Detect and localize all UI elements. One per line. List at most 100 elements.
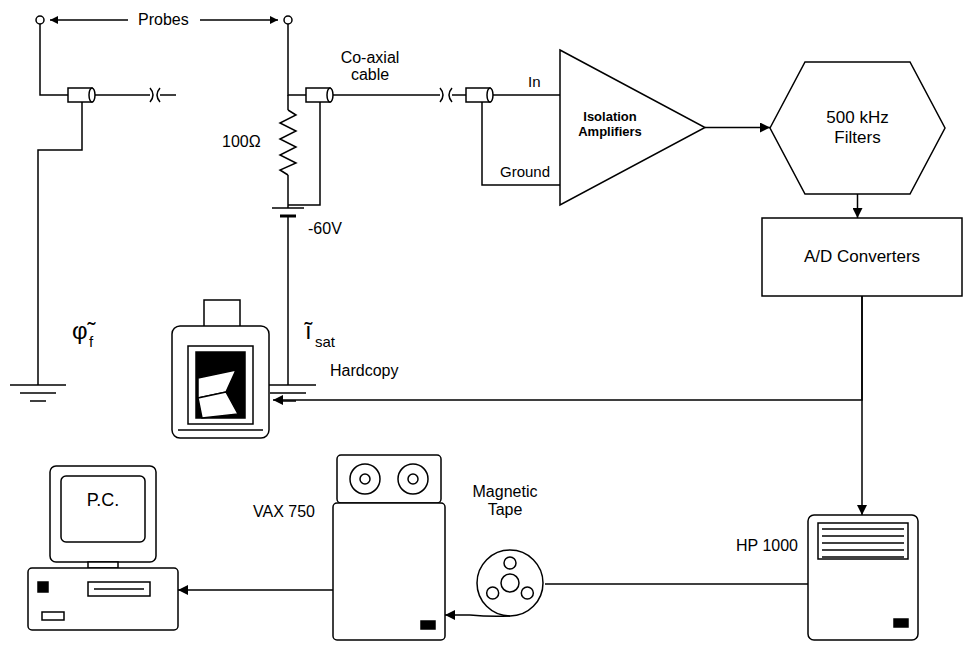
panel bbox=[818, 523, 908, 559]
probe-arrows bbox=[200, 19, 278, 21]
signal-connector bbox=[861, 296, 863, 515]
signal-wires bbox=[287, 216, 289, 385]
computer-icon: HP 1000 bbox=[808, 515, 918, 640]
signal-wires bbox=[38, 24, 560, 385]
ground-symbol bbox=[10, 384, 66, 386]
coax-cable bbox=[89, 88, 95, 102]
disk-drive bbox=[88, 582, 150, 596]
cabinet bbox=[808, 515, 918, 640]
pc-icon: P.C. bbox=[28, 466, 178, 638]
signal-connector bbox=[273, 296, 862, 400]
resistor-symbol bbox=[280, 110, 296, 175]
tape-reel bbox=[477, 550, 543, 616]
badge bbox=[894, 619, 908, 627]
signal-wires bbox=[40, 24, 68, 95]
pin-name: In bbox=[528, 74, 541, 91]
battery-symbol bbox=[272, 208, 304, 216]
node-text: Magnetic Tape bbox=[455, 483, 555, 520]
signal-wires bbox=[160, 94, 176, 96]
probe-label: Probes bbox=[138, 11, 189, 29]
printer-sheet bbox=[198, 392, 238, 418]
probe-tips bbox=[36, 16, 44, 24]
resistor-value: 100Ω bbox=[222, 133, 261, 151]
pin-name: Ground bbox=[500, 164, 550, 181]
node-text: 500 kHz Filters bbox=[803, 108, 913, 147]
amplifier-outline bbox=[560, 50, 705, 205]
panel-slat bbox=[822, 556, 904, 558]
battery-symbol bbox=[272, 207, 304, 209]
cable-label: Co-axial cable bbox=[330, 49, 410, 84]
amplifier-triangle: Isolation Amplifiers bbox=[560, 50, 705, 205]
signal-connector bbox=[705, 127, 770, 129]
panel-slat bbox=[822, 549, 904, 551]
reel-hole bbox=[504, 557, 516, 569]
node-text: Isolation Amplifiers bbox=[568, 110, 652, 140]
reel-hub bbox=[408, 474, 418, 484]
reel-hub bbox=[501, 574, 519, 592]
screen bbox=[61, 476, 145, 542]
cable-break bbox=[150, 88, 160, 102]
tape-reel: Magnetic Tape bbox=[470, 545, 545, 620]
resistor-symbol bbox=[280, 110, 296, 175]
button bbox=[42, 612, 64, 620]
ground-symbol bbox=[20, 392, 56, 394]
tape-tail bbox=[470, 615, 510, 616]
computer-icon: VAX 750 bbox=[333, 455, 445, 640]
printer-icon: Hardcopy bbox=[168, 300, 273, 440]
panel-slat bbox=[822, 542, 904, 544]
signal-name: φ̃ bbox=[72, 318, 88, 344]
signal-wires bbox=[490, 94, 560, 96]
node-text: VAX 750 bbox=[215, 503, 315, 521]
cable-break bbox=[150, 88, 452, 102]
coax-cable bbox=[487, 88, 493, 102]
reel-hub bbox=[360, 474, 370, 484]
signal-wires bbox=[92, 94, 150, 96]
system-unit bbox=[28, 568, 178, 630]
signal-wires bbox=[288, 24, 308, 95]
node-text: P.C. bbox=[65, 490, 141, 511]
power-light bbox=[38, 582, 48, 592]
node-text: Hardcopy bbox=[330, 362, 430, 380]
reel bbox=[350, 464, 380, 494]
signal-wires bbox=[287, 175, 289, 208]
ground-symbol bbox=[270, 392, 306, 394]
monitor-neck bbox=[88, 562, 118, 568]
tape-drive bbox=[337, 455, 441, 503]
node-text: HP 1000 bbox=[706, 537, 798, 555]
coax-cable bbox=[68, 88, 493, 102]
ground-symbol bbox=[10, 385, 316, 401]
box-outline bbox=[762, 218, 962, 296]
panel-slat bbox=[822, 535, 904, 537]
signal-connector bbox=[445, 614, 470, 616]
cabinet bbox=[333, 503, 445, 640]
signal-subscript: f bbox=[89, 334, 93, 351]
signal-connector bbox=[178, 589, 333, 591]
signal-wires bbox=[330, 94, 440, 96]
printer-base bbox=[178, 429, 263, 431]
cable-break bbox=[440, 88, 452, 102]
signal-subscript: sat bbox=[315, 334, 335, 351]
filter-hexagon: 500 kHz Filters bbox=[770, 62, 945, 194]
printer-icon bbox=[168, 300, 273, 440]
probe-arrows bbox=[50, 19, 128, 21]
node-text: A/D Converters bbox=[797, 247, 927, 267]
signal-connector bbox=[545, 583, 808, 585]
printer-slot bbox=[188, 346, 253, 424]
coax-cable bbox=[327, 88, 333, 102]
signal-connector bbox=[857, 194, 859, 218]
tape-reel bbox=[470, 545, 545, 620]
badge bbox=[421, 621, 435, 629]
printer-body bbox=[172, 326, 269, 438]
reel-hole bbox=[521, 587, 533, 599]
reel-hole bbox=[487, 587, 499, 599]
monitor bbox=[50, 466, 156, 562]
converter-box: A/D Converters bbox=[762, 218, 962, 296]
signal-wires bbox=[287, 95, 289, 110]
panel-slat bbox=[822, 528, 904, 530]
reel bbox=[398, 464, 428, 494]
voltage-value: -60V bbox=[308, 220, 342, 238]
computer-icon bbox=[333, 455, 445, 640]
printer-opening bbox=[196, 352, 245, 418]
filter-outline bbox=[770, 62, 945, 194]
